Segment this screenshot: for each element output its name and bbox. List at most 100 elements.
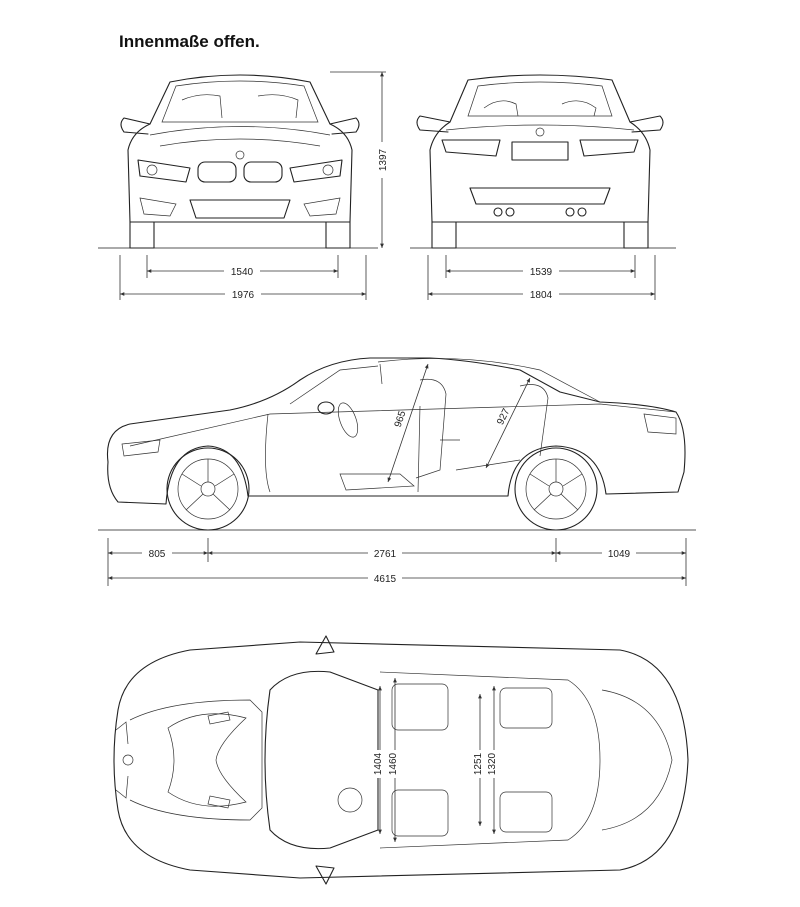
side-roof-outline (377, 358, 601, 403)
side-front-tire (166, 447, 250, 531)
front-width-label-bg (225, 287, 261, 300)
rear-license-plate (511, 141, 569, 161)
side-rear-spokes (529, 459, 583, 511)
overhang-front-label: 805 (149, 549, 166, 560)
rear-deck-line (445, 124, 635, 131)
headroom-front-label: 965 (393, 409, 409, 429)
rear-windshield (467, 81, 613, 117)
front-lower-intake (189, 199, 291, 219)
side-taillight (643, 413, 677, 435)
side-rear-hub (548, 481, 564, 497)
rear-width-label: 1804 (530, 290, 553, 301)
height-label-bg (376, 142, 389, 178)
front-left-headlight (137, 159, 191, 183)
front-width-label: 1976 (232, 290, 255, 301)
front-side-intakes (139, 197, 341, 217)
side-steering-wheel (337, 402, 359, 438)
front-logo (235, 150, 245, 160)
front-right-lamp (322, 164, 334, 176)
front-right-tire (325, 221, 351, 249)
top-hood-power-dome (167, 713, 247, 807)
rear-right-taillight (579, 139, 639, 157)
top-headlights (115, 721, 129, 799)
wheelbase-label: 2761 (374, 549, 397, 560)
rear-right-tire (623, 221, 649, 249)
side-headlight (121, 439, 161, 457)
front-left-tire (129, 221, 155, 249)
front-left-kidney-grille (197, 161, 237, 183)
rear-right-mirror (629, 115, 664, 133)
side-front-hub (200, 481, 216, 497)
top-left-mirror (315, 635, 335, 655)
side-rear-seat (455, 384, 549, 471)
rear-exhaust-3 (565, 207, 575, 217)
side-front-seat (339, 378, 447, 491)
wheelbase-label-bg (368, 546, 402, 559)
elbow-front-label-bg (388, 750, 400, 778)
rear-body-outline (429, 74, 651, 223)
rear-width-label-bg (523, 287, 559, 300)
headroom-rear-dimension (485, 377, 531, 469)
elbow-front-label: 1460 (388, 752, 399, 775)
front-seats (181, 94, 299, 119)
top-right-mirror (315, 865, 335, 885)
front-hood-lines (149, 126, 331, 147)
top-view: 1404 1460 1251 1320 (113, 635, 689, 885)
rear-left-tire (431, 221, 457, 249)
length-label-bg (368, 571, 402, 584)
elbow-rear-label: 1320 (487, 752, 498, 775)
rear-exhaust-2 (505, 207, 515, 217)
overhang-front-label-bg (142, 546, 172, 559)
top-body-outline (113, 641, 689, 879)
top-hood-vents (207, 711, 231, 809)
rear-track-label-bg (523, 264, 559, 277)
top-front-left-seat (391, 683, 449, 731)
rear-left-mirror (416, 115, 451, 133)
front-track-label: 1540 (231, 267, 254, 278)
front-right-mirror (329, 117, 360, 135)
top-trunk-outline (601, 689, 673, 831)
front-left-lamp (146, 164, 158, 176)
front-right-kidney-grille (243, 161, 283, 183)
front-track-label-bg (224, 264, 260, 277)
top-cabin-outline (379, 671, 601, 849)
shoulder-front-label: 1404 (373, 752, 384, 775)
side-body-outline (106, 357, 686, 505)
rear-view: 1539 1804 (410, 74, 676, 301)
side-rear-tire (514, 447, 598, 531)
overhang-rear-label-bg (602, 546, 636, 559)
height-label: 1397 (378, 148, 389, 171)
front-view: 1540 1976 1397 (98, 71, 389, 301)
side-beltline (129, 403, 677, 447)
top-rear-right-seat (499, 791, 553, 833)
rear-logo (535, 127, 545, 137)
side-windshield (289, 363, 383, 405)
shoulder-rear-label: 1251 (473, 752, 484, 775)
top-windshield-frame (264, 670, 379, 850)
headroom-front-dimension (387, 363, 429, 483)
top-hood-outline (129, 699, 263, 821)
shoulder-front-label-bg (372, 750, 384, 778)
rear-track-label: 1539 (530, 267, 553, 278)
rear-seats (483, 100, 597, 117)
front-left-mirror (120, 117, 151, 135)
headroom-rear-label: 927 (495, 407, 512, 427)
top-front-right-seat (391, 789, 449, 837)
front-windshield (161, 80, 319, 123)
length-label: 4615 (374, 574, 397, 585)
side-front-spokes (181, 459, 235, 511)
shoulder-rear-label-bg (473, 750, 485, 778)
rear-diffuser (469, 187, 611, 205)
top-steering-wheel (337, 787, 363, 813)
top-rear-left-seat (499, 687, 553, 729)
side-mirror (317, 401, 335, 415)
top-logo (122, 754, 134, 766)
overhang-rear-label: 1049 (608, 549, 631, 560)
rear-exhaust-1 (493, 207, 503, 217)
front-right-headlight (289, 159, 343, 183)
page-title: Innenmaße offen. (119, 32, 260, 51)
rear-left-taillight (441, 139, 501, 157)
elbow-rear-label-bg (487, 750, 499, 778)
rear-exhaust-4 (577, 207, 587, 217)
side-view: 965 927 805 2761 1049 4615 (98, 357, 696, 586)
